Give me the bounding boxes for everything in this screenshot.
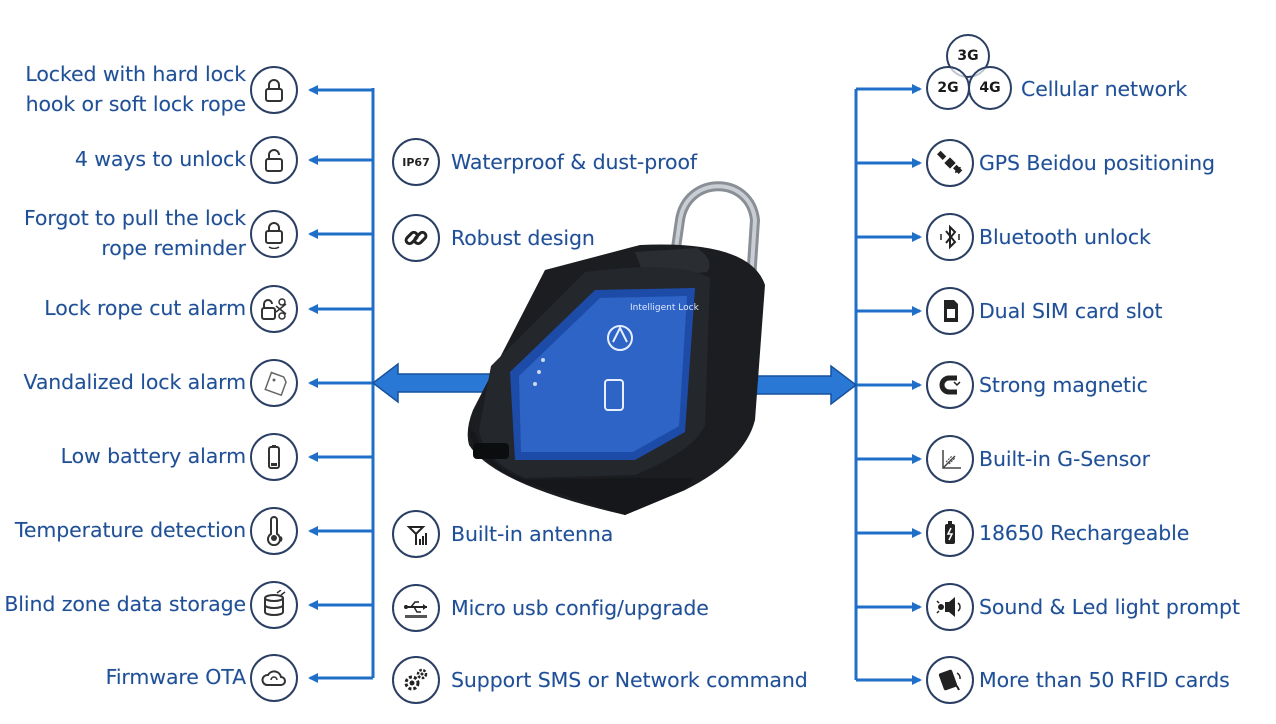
right-feature-label: More than 50 RFID cards [979,668,1230,692]
left-feature-line: Forgot to pull the lock [23,206,246,230]
left-feature-label: Blind zone data storage [4,589,246,619]
left-feature-label: 4 ways to unlock [75,144,246,174]
left-feature-line: Vandalized lock alarm [23,370,246,394]
rfid-card-icon [926,656,974,704]
satellite-icon [926,139,974,187]
left-feature-line: hook or soft lock rope [25,92,247,116]
left-feature-label: Firmware OTA [106,662,246,692]
right-feature-label: Strong magnetic [979,373,1148,397]
ip67-icon: IP67 [392,138,440,186]
cellular-2g-bubble: 2G [926,66,970,110]
right-feature-label: Sound & Led light prompt [979,595,1240,619]
cellular-4g-bubble: 4G [968,66,1012,110]
cloud-update-icon [250,654,298,702]
left-feature-line: 4 ways to unlock [74,147,246,171]
right-feature-label: Cellular network [1021,77,1188,101]
battery-icon [926,509,974,557]
right-feature-label: Dual SIM card slot [979,299,1163,323]
left-feature-line: rope reminder [101,236,246,260]
padlock-icon [250,66,298,114]
vandal-tag-icon [250,359,298,407]
right-feature-label: Built-in G-Sensor [979,447,1150,471]
device-screen-text: Intelligent Lock [630,303,700,313]
middle-feature-label: Waterproof & dust-proof [451,150,698,174]
usb-icon [392,584,440,632]
left-feature-label: Lock rope cut alarm [44,293,246,323]
antenna-icon [392,510,440,558]
left-feature-line: Locked with hard lock [25,62,246,86]
middle-feature-label: Support SMS or Network command [451,668,808,692]
smart-lock-device: Intelligent Lock [467,181,765,515]
ip67-icon-text: IP67 [402,155,430,169]
left-feature-label: Low battery alarm [61,441,246,471]
left-feature-label: Temperature detection [15,515,246,545]
left-feature-line: Firmware OTA [105,665,246,689]
right-feature-label: GPS Beidou positioning [979,151,1215,175]
sound-light-icon [926,583,974,631]
sim-card-icon [926,287,974,335]
middle-feature-label: Micro usb config/upgrade [451,596,709,620]
magnet-icon [926,361,974,409]
right-feature-label: 18650 Rechargeable [979,521,1190,545]
left-feature-line: Low battery alarm [60,444,246,468]
left-feature-label: Locked with hard lock hook or soft lock r… [25,59,246,119]
gears-icon [392,656,440,704]
bluetooth-icon [926,213,974,261]
left-feature-label: Forgot to pull the lock rope reminder [24,203,246,263]
left-feature-line: Blind zone data storage [4,592,246,616]
low-battery-icon [250,433,298,481]
middle-feature-label: Built-in antenna [451,522,614,546]
right-feature-label: Bluetooth unlock [979,225,1151,249]
lock-scissors-icon [250,285,298,333]
left-feature-line: Temperature detection [14,518,246,542]
chain-link-icon [392,214,440,262]
data-storage-icon [250,581,298,629]
thermometer-icon [250,507,298,555]
g-sensor-icon [926,435,974,483]
middle-feature-label: Robust design [451,226,595,250]
left-feature-line: Lock rope cut alarm [44,296,246,320]
unlock-icon [250,136,298,184]
lock-reminder-icon [250,210,298,258]
left-feature-label: Vandalized lock alarm [23,367,246,397]
